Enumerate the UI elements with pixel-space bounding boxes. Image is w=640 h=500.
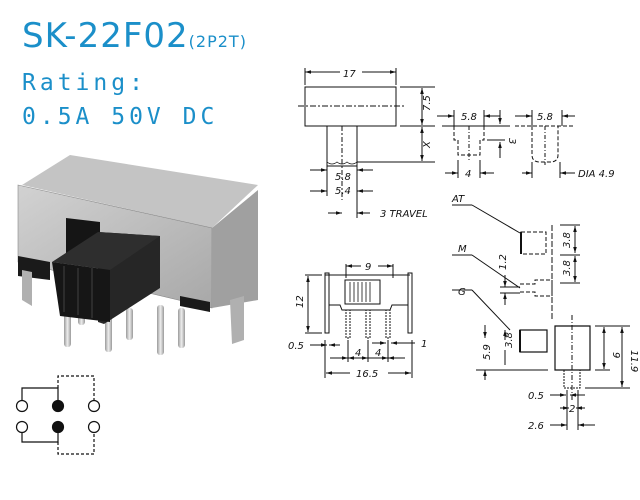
dim-front-overall: 16.5 (356, 369, 378, 380)
terminal (15, 399, 29, 413)
dim-at-height: 3.8 (562, 232, 573, 248)
terminal (15, 420, 29, 434)
switch-top-face (22, 155, 258, 228)
dim-actuator-b-width: 5.8 (537, 112, 553, 123)
dim-front-pitch-2: 4 (375, 348, 381, 359)
dim-x: X (422, 140, 433, 149)
front-view-drawing (305, 264, 415, 378)
dim-actuator-outer: 5.8 (335, 172, 351, 183)
dim-m-offset: 1.2 (498, 254, 509, 270)
dim-travel: 3 TRAVEL (380, 209, 428, 220)
dim-actuator-b-dia: DIA 4.9 (578, 169, 615, 180)
model-number: SK-22F02 (22, 16, 189, 56)
common-terminal (51, 399, 65, 413)
dim-side-pin-span: 2.6 (528, 421, 544, 432)
label-variant-at: AT (451, 194, 465, 205)
product-title: SK-22F02(2P2T) (22, 16, 247, 56)
common-terminal (51, 420, 65, 434)
dim-actuator-a-step: 3 (506, 138, 517, 144)
dim-front-height: 12 (295, 295, 306, 308)
pole-config: (2P2T) (188, 32, 247, 51)
dim-width: 17 (343, 69, 356, 80)
terminal (87, 420, 101, 434)
dim-side-pin-gap: 2 (569, 404, 575, 415)
switch-side-face (212, 190, 258, 308)
rating-value: 0.5A 50V DC (22, 104, 219, 130)
dim-actuator-a-tip: 4 (465, 169, 471, 180)
dim-actuator-inner: 5.4 (335, 186, 351, 197)
pin (157, 305, 164, 355)
dim-front-pin-width: 1 (421, 339, 427, 350)
product-photo (17, 155, 258, 355)
pin (126, 308, 133, 340)
dim-actuator-a-width: 5.8 (461, 112, 477, 123)
dim-g-offset: 5.9 (482, 344, 493, 360)
terminal (87, 399, 101, 413)
pin (178, 308, 185, 348)
schematic-diagram (15, 375, 101, 455)
dim-g-height: 3.8 (504, 332, 515, 348)
label-variant-g: G (458, 287, 466, 298)
dim-height: 7.5 (422, 95, 433, 111)
dim-body-height: 9 (610, 352, 621, 358)
dim-m-height: 3.8 (562, 260, 573, 276)
label-variant-m: M (458, 244, 467, 255)
dim-front-pitch-1: 4 (355, 348, 361, 359)
actuator-front (52, 262, 110, 322)
rating-label: Rating: (22, 70, 147, 96)
top-view-drawing (298, 68, 435, 218)
dim-front-pin-thick: 0.5 (288, 341, 304, 352)
dim-side-pin-thick: 0.5 (528, 391, 544, 402)
dim-front-span: 9 (365, 262, 371, 273)
side-view-drawing (452, 204, 630, 430)
dim-overall-height: 11.9 (628, 350, 639, 372)
actuator-options-drawing (437, 110, 575, 178)
